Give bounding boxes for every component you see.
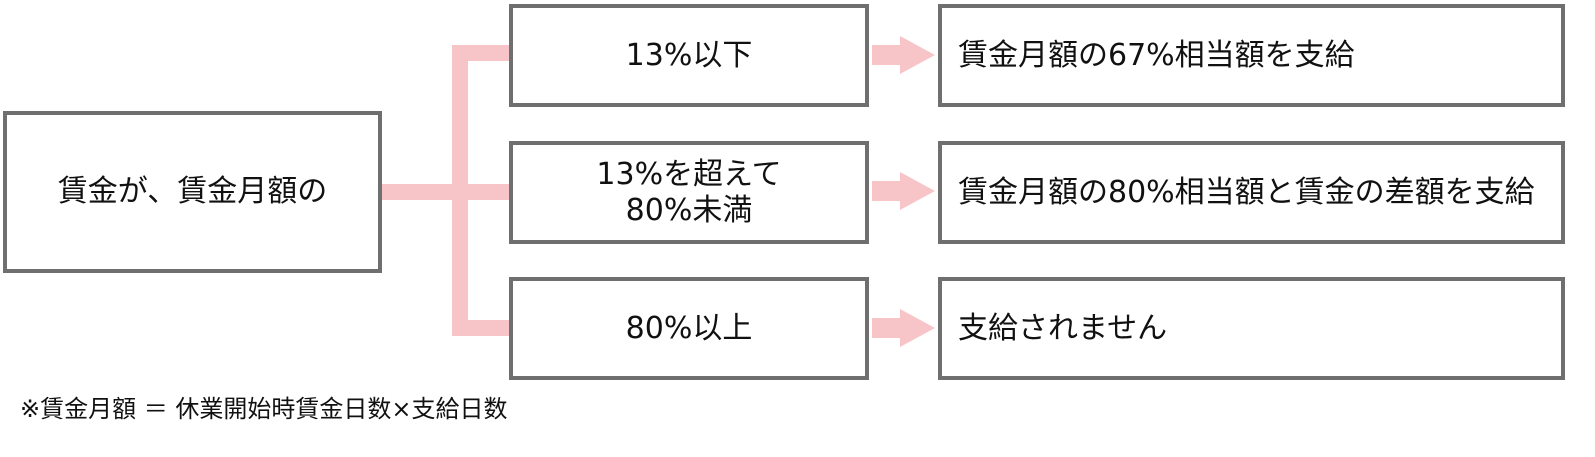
condition-box-low: 13%以下: [509, 4, 869, 107]
result-low-text: 賃金月額の67%相当額を支給: [958, 37, 1355, 73]
condition-middle-line-2: 80%未満: [625, 192, 753, 228]
arrow-bottom: [872, 309, 935, 347]
result-box-high: 支給されません: [938, 277, 1565, 380]
result-box-low: 賃金月額の67%相当額を支給: [938, 4, 1565, 107]
condition-box-high: 80%以上: [509, 277, 869, 380]
source-label: 賃金が、賃金月額の: [57, 174, 328, 209]
result-high-text: 支給されません: [958, 310, 1168, 346]
condition-box-middle: 13%を超えて 80%未満: [509, 141, 869, 244]
source-box: 賃金が、賃金月額の: [3, 111, 382, 273]
result-middle-text: 賃金月額の80%相当額と賃金の差額を支給: [958, 174, 1535, 210]
condition-low-label: 13%以下: [625, 37, 753, 73]
arrow-top: [872, 36, 935, 74]
footnote: ※賃金月額 ＝ 休業開始時賃金日数×支給日数: [20, 395, 508, 423]
condition-middle-line-1: 13%を超えて: [596, 156, 782, 192]
result-box-middle: 賃金月額の80%相当額と賃金の差額を支給: [938, 141, 1565, 244]
condition-high-label: 80%以上: [625, 310, 753, 346]
arrow-middle: [872, 172, 935, 210]
